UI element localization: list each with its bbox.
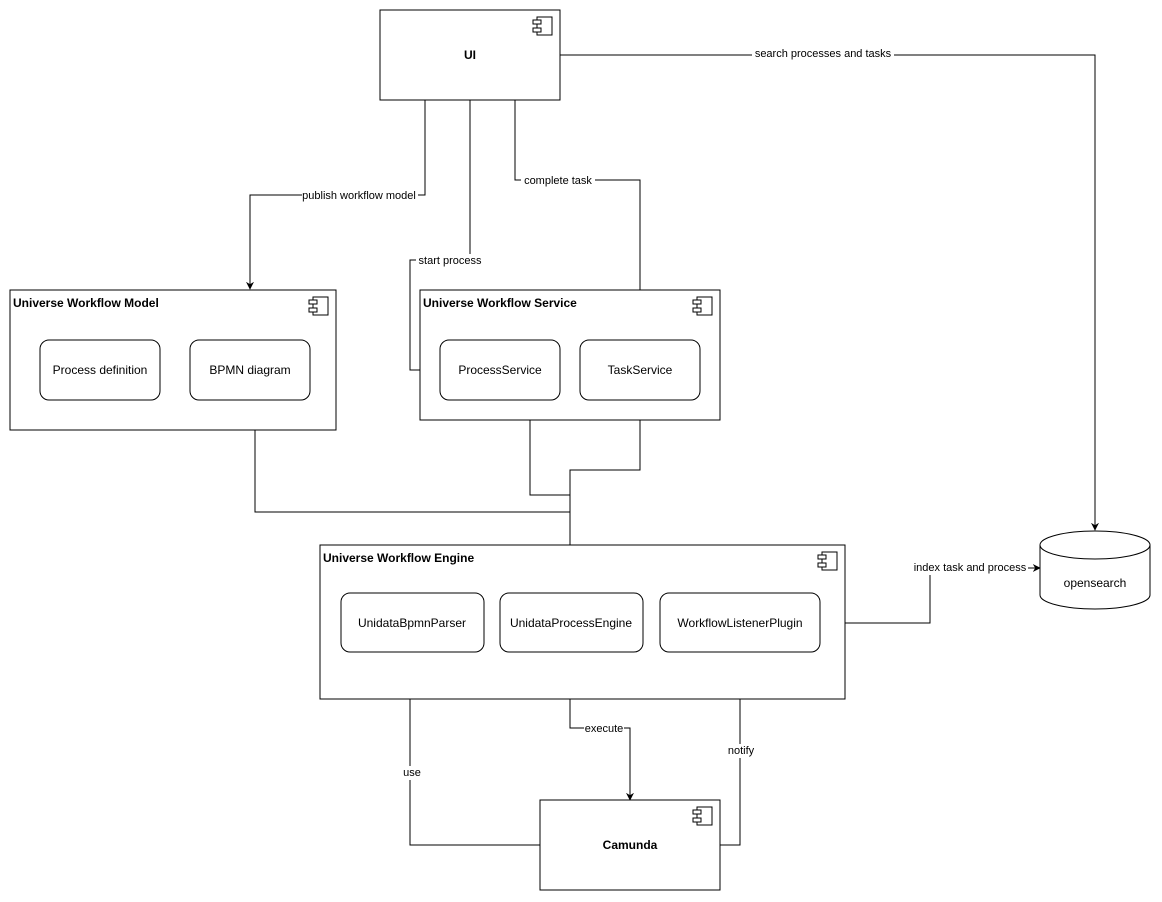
component-icon (532, 16, 553, 36)
edge-label-start: start process (419, 255, 482, 267)
edge-use: use (402, 652, 540, 846)
edge-label-complete: complete task (524, 175, 592, 187)
component-camunda[interactable]: Camunda (539, 799, 721, 891)
database-cylinder-icon (1039, 530, 1151, 610)
edge-publish-workflow-model: publish workflow model (246, 100, 426, 290)
database-opensearch[interactable]: opensearch (1039, 530, 1151, 610)
edge-execute: execute (569, 652, 634, 801)
component-ui[interactable]: UI (379, 9, 561, 101)
edge-search-processes: search processes and tasks (560, 47, 1099, 531)
edge-label-notify: notify (728, 745, 755, 757)
component-model-title: Universe Workflow Model (13, 296, 159, 310)
item-process-engine-label: UnidataProcessEngine (510, 616, 632, 630)
component-ui-title: UI (464, 48, 476, 62)
database-opensearch-label: opensearch (1064, 576, 1127, 590)
item-bpmn-diagram-label: BPMN diagram (209, 363, 290, 377)
item-workflow-listener-plugin[interactable]: WorkflowListenerPlugin (659, 592, 821, 653)
edge-model-to-engine (254, 430, 570, 513)
edge-complete-task: complete task (514, 100, 644, 342)
item-process-definition[interactable]: Process definition (39, 339, 161, 401)
edge-label-search: search processes and tasks (755, 48, 892, 60)
edge-label-use: use (403, 767, 421, 779)
component-workflow-service[interactable]: Universe Workflow Service ProcessService… (419, 289, 721, 421)
component-workflow-model[interactable]: Universe Workflow Model Process definiti… (9, 289, 337, 431)
item-listener-plugin-label: WorkflowListenerPlugin (677, 616, 802, 630)
component-engine-title: Universe Workflow Engine (323, 551, 474, 565)
item-task-service-label: TaskService (608, 363, 673, 377)
edge-start-process: start process (409, 100, 484, 374)
item-bpmn-diagram[interactable]: BPMN diagram (189, 339, 311, 401)
component-camunda-title: Camunda (603, 838, 658, 852)
edge-taskservice-to-engine (566, 400, 641, 595)
edge-processservice-to-engine (529, 400, 570, 496)
item-process-service-label: ProcessService (458, 363, 542, 377)
component-service-title: Universe Workflow Service (423, 296, 577, 310)
item-unidata-bpmn-parser[interactable]: UnidataBpmnParser (340, 592, 485, 653)
component-icon (817, 551, 838, 571)
item-unidata-process-engine[interactable]: UnidataProcessEngine (499, 592, 644, 653)
item-process-definition-label: Process definition (53, 363, 148, 377)
component-workflow-engine[interactable]: Universe Workflow Engine UnidataBpmnPars… (319, 544, 846, 700)
edge-label-index: index task and process (914, 562, 1027, 574)
edge-index-task-and-process: index task and process (820, 561, 1041, 624)
edge-label-execute: execute (585, 723, 624, 735)
item-task-service[interactable]: TaskService (579, 339, 701, 401)
component-icon (692, 296, 713, 316)
component-icon (308, 296, 329, 316)
component-icon (692, 806, 713, 826)
item-bpmn-parser-label: UnidataBpmnParser (358, 616, 466, 630)
edge-notify: notify (720, 652, 758, 846)
edge-label-publish: publish workflow model (302, 190, 416, 202)
item-process-service[interactable]: ProcessService (439, 339, 561, 401)
